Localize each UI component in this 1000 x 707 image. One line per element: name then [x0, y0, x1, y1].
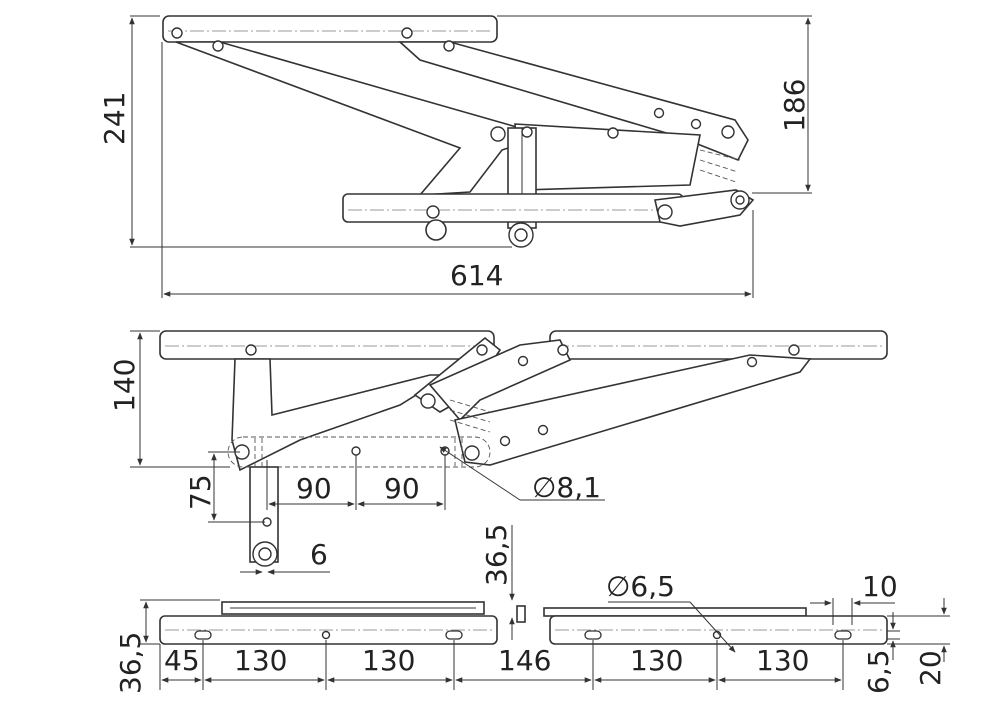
slots-view3 [194, 630, 852, 640]
right-plate [549, 330, 888, 360]
holes-view2 [234, 344, 800, 567]
dim-spacing-1: 130 [234, 644, 287, 677]
dim-spacing-5: 130 [756, 644, 809, 677]
dim-spacing-4: 130 [630, 644, 683, 677]
top-plate [162, 15, 498, 43]
dim-drop: 75 [184, 474, 217, 510]
dim-hole-65: ∅6,5 [606, 570, 675, 603]
lever-bottom [654, 189, 755, 227]
dim-thickness: 20 [914, 650, 947, 686]
dim-hole-81: ∅8,1 [532, 471, 601, 504]
dim-spacing-3: 146 [498, 644, 551, 677]
hidden-link [227, 436, 491, 468]
arm-long [454, 354, 812, 466]
dim-total-height: 241 [98, 92, 131, 145]
dim-left-height: 36,5 [114, 632, 147, 694]
dim-upper-height: 186 [778, 79, 811, 132]
left-bracket [231, 358, 451, 472]
left-plate [159, 330, 495, 360]
view-open-position: 241 186 614 [98, 15, 812, 298]
bottom-plate [342, 193, 684, 223]
holes-view1 [171, 27, 750, 248]
dim-spacing-0: 45 [164, 644, 200, 677]
link-arm-b [397, 41, 749, 162]
link-arm-a [175, 41, 534, 196]
dim-slot-offset: 6,5 [862, 649, 895, 694]
dim-closed-height: 140 [108, 359, 141, 412]
dim-length: 614 [450, 259, 503, 292]
dim-mid-height: 36,5 [480, 524, 513, 586]
dim-edge: 10 [862, 570, 898, 603]
view-closed-position: 140 75 90 90 ∅8,1 6 [108, 330, 888, 575]
dim-pin-offset: 6 [310, 538, 328, 571]
mech-right [543, 607, 807, 617]
dim-pitch-a: 90 [296, 472, 332, 505]
dim-pitch-b: 90 [384, 472, 420, 505]
dim-spacing-2: 130 [362, 644, 415, 677]
view-top-plates: 36,5 36,5 45 130 130 146 130 130 ∅6,5 1 [114, 524, 950, 694]
